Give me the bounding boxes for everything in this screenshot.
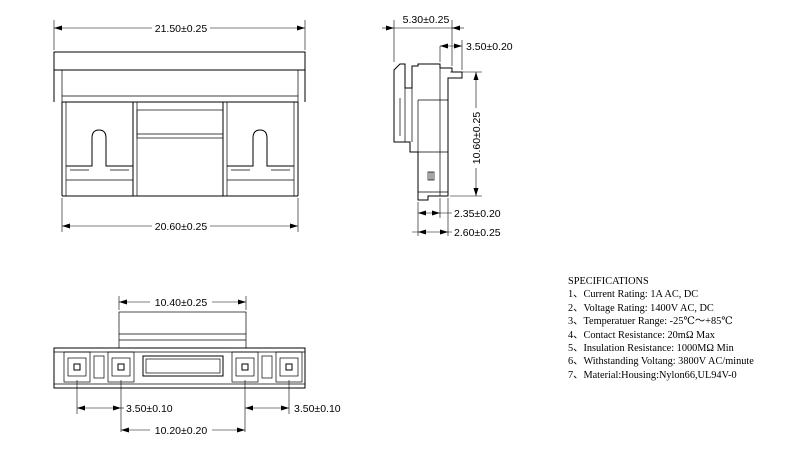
- side-view: 5.30±0.25 3.50±0.20 10.60±0.25 2.35±0.20…: [382, 14, 513, 239]
- dim-side-base-width: 2.60±0.25: [454, 227, 501, 239]
- dim-side-top-width: 5.30±0.25: [403, 14, 450, 26]
- dim-front-bottom-width: 20.60±0.25: [155, 221, 208, 233]
- front-view: 21.50±0.25 20.60±0.25: [53, 20, 306, 233]
- spec-item: 3、Temperatuer Range: -25℃～+85℃: [568, 316, 733, 328]
- dim-side-height: 10.60±0.25: [471, 112, 483, 165]
- dim-bottom-top-width: 10.40±0.25: [155, 297, 208, 309]
- dim-side-pin-width: 2.35±0.20: [454, 208, 501, 220]
- dim-side-inner-width: 3.50±0.20: [466, 41, 513, 53]
- spec-item: 4、Contact Resistance: 20mΩ Max: [568, 329, 715, 341]
- spec-item: 5、Insulation Resistance: 1000MΩ Min: [568, 343, 734, 355]
- spec-item: 2、Voltage Rating: 1400V AC, DC: [568, 302, 714, 314]
- spec-item: 7、Material:Housing:Nylon66,UL94V-0: [568, 369, 737, 381]
- dim-bottom-pitch-left: 3.50±0.10: [126, 403, 173, 415]
- specifications-title: SPECIFICATIONS: [568, 276, 649, 287]
- dim-bottom-width: 10.20±0.20: [155, 425, 208, 437]
- bottom-view: 10.40±0.25 3.50±0.10 3.50±0.10 10.20±0.2…: [53, 296, 341, 437]
- dim-bottom-pitch-right: 3.50±0.10: [294, 403, 341, 415]
- spec-item: 1、Current Rating: 1A AC, DC: [568, 289, 699, 301]
- dim-front-top-width: 21.50±0.25: [155, 23, 208, 35]
- spec-item: 6、Withstanding Voltang: 3800V AC/minute: [568, 356, 754, 368]
- specifications-block: SPECIFICATIONS 1、Current Rating: 1A AC, …: [568, 275, 800, 382]
